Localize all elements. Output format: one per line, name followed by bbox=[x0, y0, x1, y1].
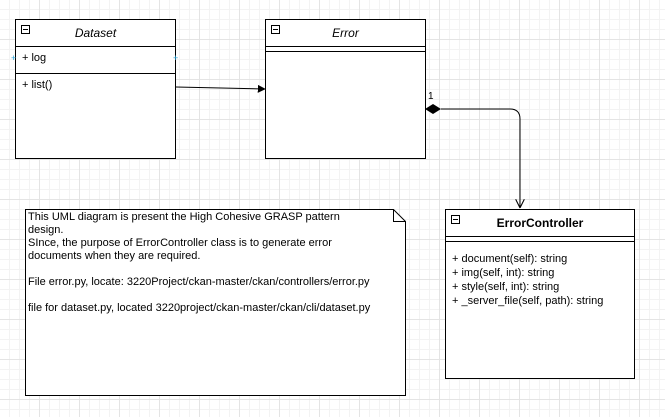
note-line bbox=[28, 289, 398, 302]
uml-note[interactable]: This UML diagram is present the High Coh… bbox=[25, 209, 406, 396]
note-line: documents when they are required. bbox=[28, 250, 201, 262]
class-errorcontroller-methods: + document(self): string + img(self, int… bbox=[446, 242, 634, 312]
class-errorcontroller-header: ErrorController bbox=[446, 210, 634, 237]
class-dataset-attributes: + log bbox=[16, 47, 175, 74]
class-error-attributes bbox=[266, 47, 425, 52]
connection-handle-icon[interactable]: + bbox=[11, 53, 17, 63]
class-error-header: Error bbox=[266, 20, 425, 47]
class-dataset[interactable]: Dataset + log + list() bbox=[15, 19, 176, 159]
note-line: File error.py, locate: 3220Project/ckan-… bbox=[28, 276, 370, 288]
method-row: + document(self): string bbox=[452, 253, 568, 265]
class-error[interactable]: Error bbox=[265, 19, 426, 159]
class-errorcontroller-attributes bbox=[446, 237, 634, 242]
attribute-row: + log bbox=[22, 52, 47, 64]
note-line: file for dataset.py, located 3220project… bbox=[28, 302, 371, 314]
method-row: + list() bbox=[22, 79, 53, 91]
multiplicity-label: 1 bbox=[428, 91, 434, 102]
collapse-icon[interactable] bbox=[21, 25, 30, 34]
class-error-name: Error bbox=[332, 26, 359, 40]
collapse-icon[interactable] bbox=[271, 25, 280, 34]
method-row: + img(self, int): string bbox=[452, 267, 555, 279]
class-dataset-header: Dataset bbox=[16, 20, 175, 47]
composition-edge-error-errorcontroller[interactable] bbox=[441, 108, 520, 207]
class-errorcontroller[interactable]: ErrorController + document(self): string… bbox=[445, 209, 635, 379]
collapse-icon[interactable] bbox=[451, 215, 460, 224]
note-line: design. bbox=[28, 224, 64, 236]
note-shape bbox=[25, 209, 406, 396]
method-row: + _server_file(self, path): string bbox=[452, 295, 604, 307]
class-dataset-name: Dataset bbox=[74, 26, 117, 40]
note-line bbox=[28, 263, 398, 276]
note-line: This UML diagram is present the High Coh… bbox=[28, 211, 340, 223]
association-arrow-dataset-error[interactable] bbox=[175, 84, 266, 93]
note-text: This UML diagram is present the High Coh… bbox=[28, 211, 398, 315]
class-errorcontroller-name: ErrorController bbox=[496, 216, 584, 230]
note-line: SInce, the purpose of ErrorController cl… bbox=[28, 237, 332, 249]
class-dataset-methods: + list() bbox=[16, 74, 175, 96]
composition-diamond bbox=[425, 104, 441, 114]
method-row: + style(self, int): string bbox=[452, 281, 560, 293]
connection-handle-icon[interactable]: + bbox=[173, 53, 179, 63]
